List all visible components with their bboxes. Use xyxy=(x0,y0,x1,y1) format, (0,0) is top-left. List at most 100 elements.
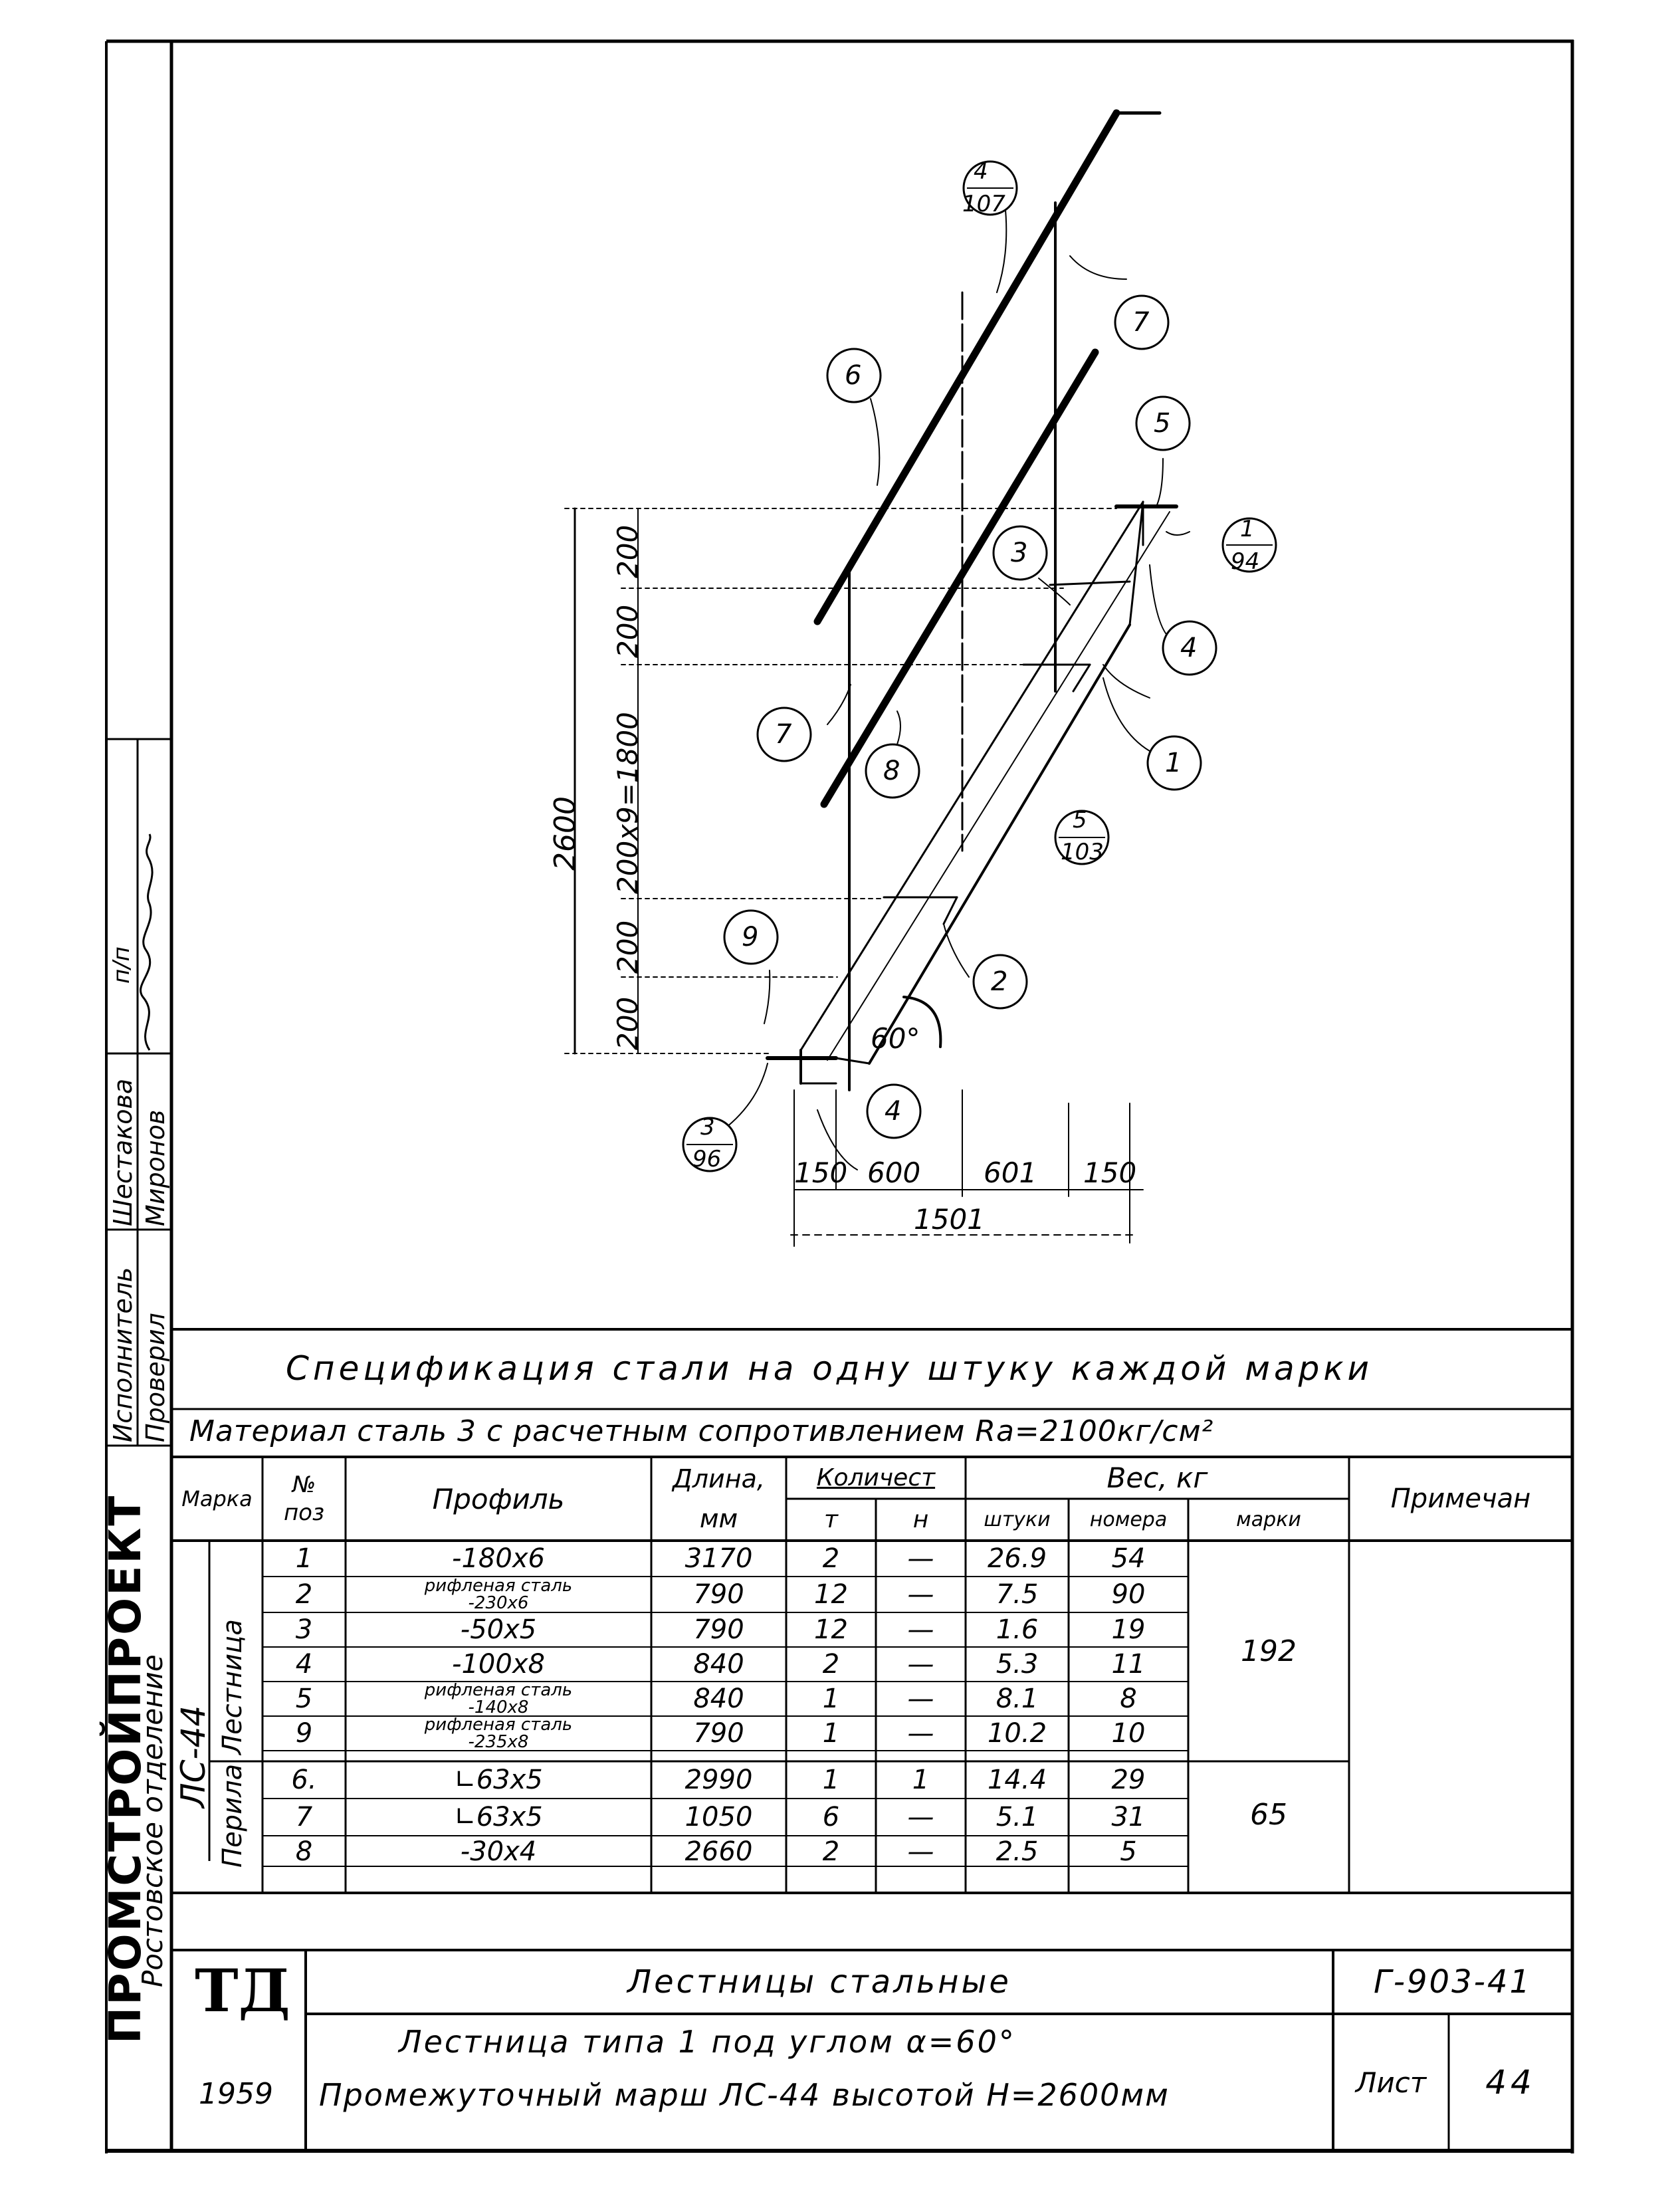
stringer-front xyxy=(799,500,1144,1051)
row-2-n: — xyxy=(907,1579,934,1610)
mark-7-top: 7 xyxy=(1132,307,1150,338)
header-length-line-1: Длина, xyxy=(673,1464,765,1493)
dim-angle: 60° xyxy=(871,1022,920,1055)
row-1-profile: -180х6 xyxy=(452,1543,545,1574)
row-5-n: — xyxy=(907,1684,934,1714)
row-2-t: 12 xyxy=(814,1579,848,1610)
row-4-profile: -100х8 xyxy=(452,1649,545,1680)
row-2-pos: 2 xyxy=(295,1579,313,1610)
row-9-piece: 10.2 xyxy=(987,1718,1047,1749)
header-pos-line-2: поз xyxy=(283,1499,325,1526)
row-1-pos: 1 xyxy=(295,1543,313,1574)
row-2-profile-line-1: рифленая сталь xyxy=(424,1576,573,1596)
dim-seg-middle: 200х9=1800 xyxy=(611,712,644,894)
mark-1-94-top: 1 xyxy=(1240,516,1255,542)
row-6-n: 1 xyxy=(912,1765,930,1795)
group-stair: Лестница xyxy=(217,1619,248,1755)
row-8-piece: 2.5 xyxy=(996,1836,1039,1867)
row-8-t: 2 xyxy=(822,1836,840,1867)
header-w-piece: штуки xyxy=(984,1508,1051,1531)
row-1-length: 3170 xyxy=(684,1543,753,1574)
mark-weight-rail: 65 xyxy=(1250,1797,1287,1832)
name-executor: Шестакова xyxy=(108,1078,138,1226)
stringer-back xyxy=(868,623,1131,1065)
row-5-num: 8 xyxy=(1120,1684,1137,1714)
mark-4-bottom: 4 xyxy=(885,1096,902,1127)
mark-weight-stair: 192 xyxy=(1241,1634,1297,1668)
row-1-piece: 26.9 xyxy=(987,1543,1047,1574)
row-1-n: — xyxy=(907,1543,934,1574)
header-mark: Марка xyxy=(181,1486,253,1511)
row-7-pos: 7 xyxy=(295,1802,313,1832)
row-4-length: 840 xyxy=(693,1649,744,1680)
row-4-t: 2 xyxy=(822,1649,840,1680)
drawing-code: Г-903-41 xyxy=(1373,1963,1532,2001)
dim-seg-top: 200 xyxy=(611,524,644,578)
row-2-profile: рифленая сталь -230х6 xyxy=(346,1577,651,1612)
org-branch: Ростовское отделение xyxy=(136,1654,169,1987)
header-profile: Профиль xyxy=(432,1482,565,1515)
dim-seg-200b: 200 xyxy=(611,920,644,974)
mark-6: 6 xyxy=(845,360,862,391)
mark-7-left: 7 xyxy=(775,719,792,750)
row-9-length: 790 xyxy=(693,1718,744,1749)
header-w-mark: марки xyxy=(1236,1508,1301,1531)
group-rail: Перила xyxy=(217,1763,248,1868)
role-checker: Проверил xyxy=(141,1313,170,1442)
mark-5: 5 xyxy=(1154,408,1171,439)
row-3-t: 12 xyxy=(814,1614,848,1645)
row-9-t: 1 xyxy=(822,1718,840,1749)
mark-3-96-bottom: 96 xyxy=(692,1146,722,1172)
year: 1959 xyxy=(199,2076,273,2111)
header-length: Длина, мм xyxy=(651,1457,786,1541)
row-7-num: 31 xyxy=(1111,1802,1146,1832)
mark-1: 1 xyxy=(1165,748,1182,778)
row-4-num: 11 xyxy=(1111,1649,1146,1680)
row-5-profile-line-2: -140х8 xyxy=(468,1697,529,1717)
dim-total-width: 1501 xyxy=(914,1203,985,1236)
mark-8: 8 xyxy=(883,756,900,786)
row-6-t: 1 xyxy=(822,1765,840,1795)
row-5-piece: 8.1 xyxy=(996,1684,1039,1714)
row-8-num: 5 xyxy=(1120,1836,1137,1867)
dim-150-right: 150 xyxy=(1083,1156,1137,1189)
row-9-pos: 9 xyxy=(295,1718,313,1749)
row-9-profile-line-1: рифленая сталь xyxy=(424,1715,573,1735)
row-6-length: 2990 xyxy=(684,1765,753,1795)
mark-4-107-bottom: 107 xyxy=(962,191,1005,217)
dim-total-height: 2600 xyxy=(548,796,582,871)
mark-4-107-top: 4 xyxy=(974,158,988,185)
row-6-num: 29 xyxy=(1111,1765,1146,1795)
dim-600: 600 xyxy=(867,1156,921,1189)
row-7-n: — xyxy=(907,1802,934,1832)
header-weight: Вес, кг xyxy=(1106,1462,1208,1494)
row-5-t: 1 xyxy=(822,1684,840,1714)
row-7-piece: 5.1 xyxy=(996,1802,1039,1832)
row-3-num: 19 xyxy=(1111,1614,1146,1645)
row-9-num: 10 xyxy=(1111,1718,1146,1749)
role-executor: Исполнитель xyxy=(108,1267,138,1442)
mark-5-103-top: 5 xyxy=(1073,807,1087,833)
header-qty-t: т xyxy=(824,1506,838,1533)
row-3-profile: -50х5 xyxy=(460,1614,537,1645)
row-8-n: — xyxy=(907,1836,934,1867)
row-6-piece: 14.4 xyxy=(987,1765,1047,1795)
mark-1-94-bottom: 94 xyxy=(1231,548,1260,575)
row-1-t: 2 xyxy=(822,1543,840,1574)
stair-isometric-drawing xyxy=(564,109,1277,1247)
mark-2: 2 xyxy=(991,966,1008,997)
row-2-num: 90 xyxy=(1111,1579,1146,1610)
mark-3-96-top: 3 xyxy=(700,1114,715,1141)
mark-4-right: 4 xyxy=(1180,633,1198,663)
row-2-piece: 7.5 xyxy=(996,1579,1039,1610)
row-5-profile-line-1: рифленая сталь xyxy=(424,1680,573,1700)
sheet-label: Лист xyxy=(1355,2066,1427,2099)
row-7-t: 6 xyxy=(822,1802,840,1832)
row-3-length: 790 xyxy=(693,1614,744,1645)
row-9-profile: рифленая сталь -235х8 xyxy=(346,1716,651,1751)
mark-9: 9 xyxy=(742,922,759,952)
row-3-piece: 1.6 xyxy=(996,1614,1039,1645)
row-5-pos: 5 xyxy=(295,1684,313,1714)
dim-seg-200a: 200 xyxy=(611,604,644,658)
